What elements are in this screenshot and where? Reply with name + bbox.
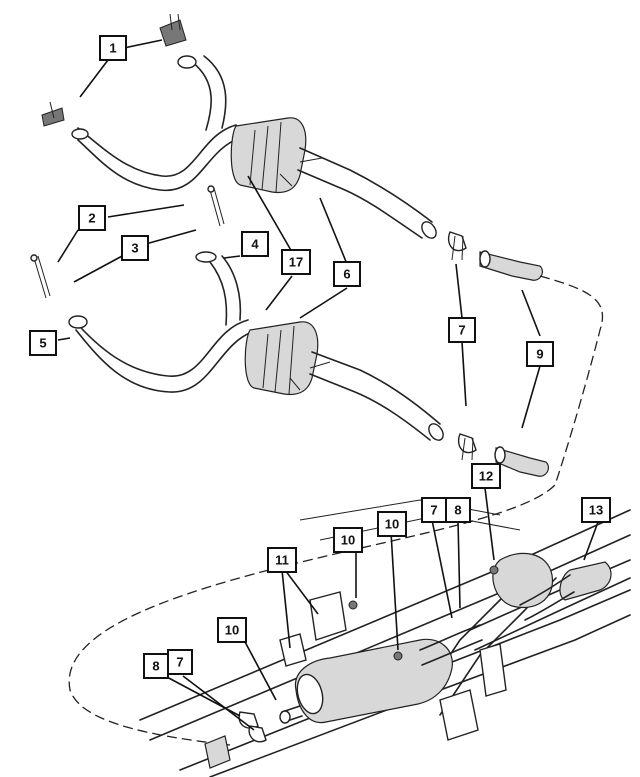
muffler [294, 638, 453, 724]
callout-17: 17 [281, 249, 311, 275]
lower-outlet-end [428, 423, 444, 441]
svg-text:10: 10 [225, 623, 239, 638]
callout-7-upper: 7 [448, 317, 476, 343]
callout-1: 1 [99, 35, 127, 61]
tailpipe-13 [559, 561, 612, 601]
muffler-inlet-end [296, 673, 324, 715]
upper-tailpipe-tip [479, 251, 544, 281]
frame-hanger-bracket [309, 591, 347, 641]
rubber-isolator-12 [489, 565, 499, 575]
lower-tailpipe-end [494, 446, 506, 464]
callout-3: 3 [121, 235, 149, 261]
svg-text:5: 5 [39, 336, 46, 351]
svg-text:1: 1 [109, 41, 116, 56]
svg-text:2: 2 [88, 211, 95, 226]
detail-boundary-line [68, 275, 604, 746]
svg-text:10: 10 [341, 533, 355, 548]
svg-text:3: 3 [131, 241, 138, 256]
svg-text:7: 7 [176, 655, 183, 670]
svg-text:8: 8 [152, 659, 159, 674]
lower-tailpipe-assembly [458, 433, 550, 477]
callout-10-lower: 10 [217, 617, 247, 643]
callout-6: 6 [333, 261, 361, 287]
leader-lines [57, 39, 599, 731]
svg-text:11: 11 [275, 553, 289, 568]
callout-8-frame: 8 [445, 497, 471, 523]
upper-left-clamp [41, 107, 65, 127]
callout-12: 12 [471, 463, 501, 489]
svg-text:7: 7 [430, 503, 437, 518]
svg-text:6: 6 [343, 267, 350, 282]
callouts: 1 2 3 4 5 17 6 7 [29, 35, 611, 679]
svg-text:17: 17 [289, 255, 303, 270]
rubber-isolator [348, 600, 358, 610]
callout-10-upper: 10 [333, 527, 363, 553]
svg-text:4: 4 [251, 237, 259, 252]
lower-right-flange-gasket [195, 251, 217, 263]
upper-outlet-end [421, 221, 437, 239]
svg-text:10: 10 [385, 517, 399, 532]
callout-7-frame: 7 [421, 497, 447, 523]
callout-9: 9 [526, 341, 554, 367]
upper-tailpipe-end [479, 250, 491, 268]
svg-text:12: 12 [479, 469, 493, 484]
svg-text:13: 13 [589, 503, 603, 518]
lower-catalytic-converter [244, 321, 319, 396]
upper-tailpipe-clamp [448, 231, 467, 252]
callout-7-lower: 7 [167, 649, 193, 675]
front-pipe-stub [204, 735, 231, 769]
upper-y-pipe-assembly [41, 13, 437, 239]
callout-2: 2 [78, 205, 106, 231]
upper-tailpipe-assembly [448, 231, 544, 281]
differential [492, 552, 554, 608]
lower-left-flange-gasket [68, 315, 88, 329]
callout-8-lower: 8 [143, 653, 169, 679]
callout-4: 4 [241, 231, 269, 257]
lower-tailpipe-clamp [458, 433, 477, 454]
svg-text:8: 8 [454, 503, 461, 518]
callout-13: 13 [581, 497, 611, 523]
callout-11: 11 [267, 547, 297, 573]
callout-10-mid: 10 [377, 511, 407, 537]
svg-text:9: 9 [536, 347, 543, 362]
callout-5: 5 [29, 330, 57, 356]
upper-right-flange [177, 55, 197, 69]
vehicle-frame-detail [139, 499, 631, 777]
lower-y-pipe-assembly [30, 185, 444, 441]
upper-catalytic-converter [230, 117, 307, 194]
lower-tailpipe-tip [495, 447, 550, 477]
svg-text:7: 7 [458, 323, 465, 338]
top-flange-clamp [159, 19, 187, 47]
upper-left-flange-gasket [71, 128, 89, 140]
